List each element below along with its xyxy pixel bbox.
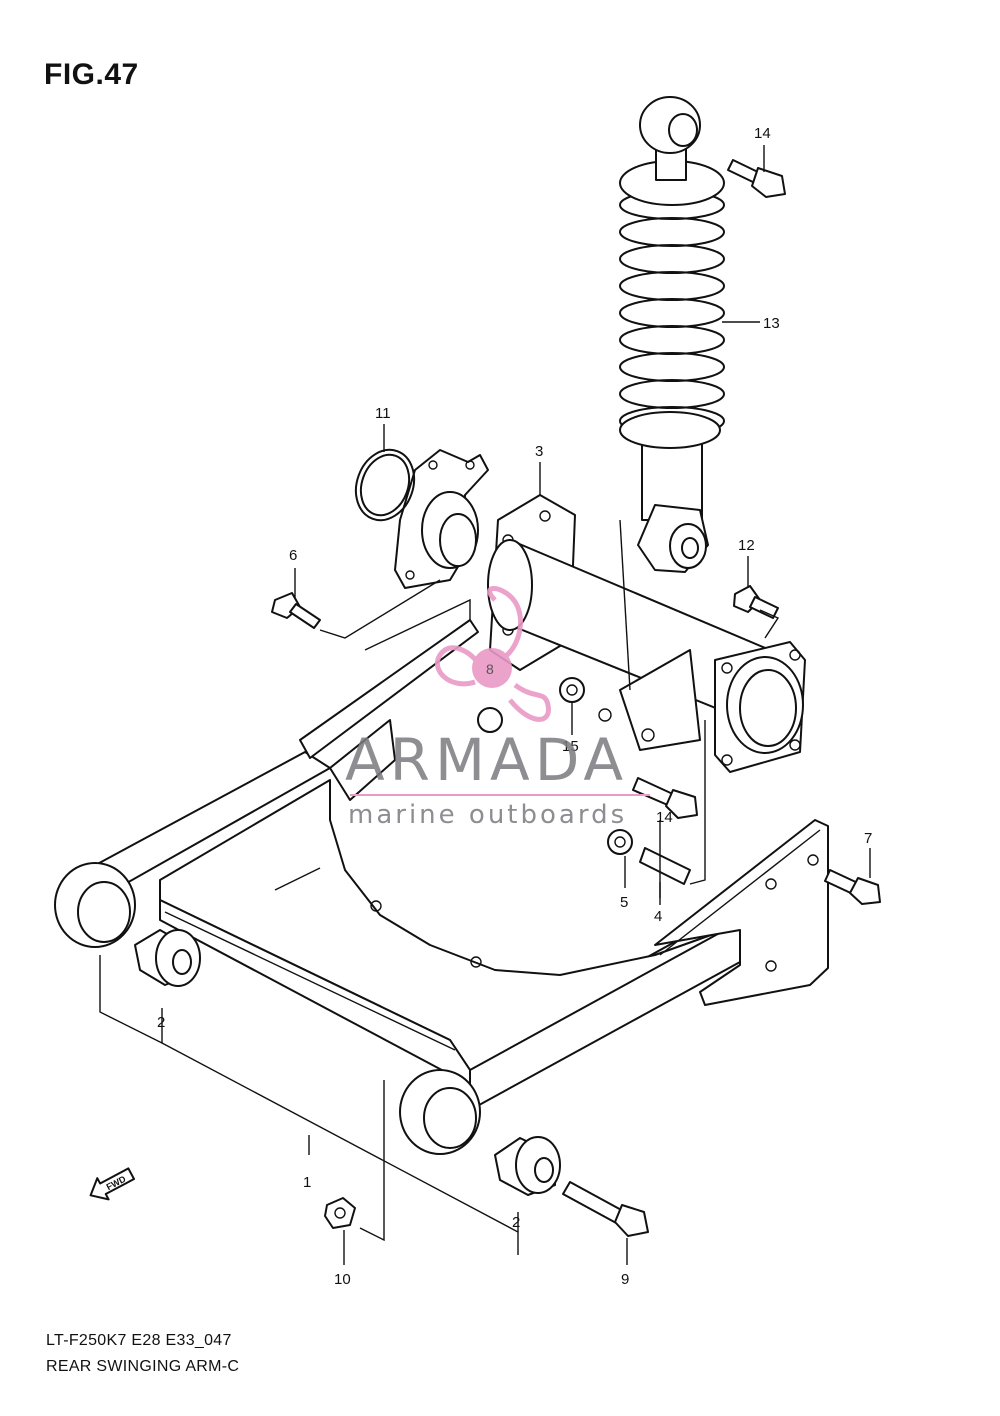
leader-lines [99, 145, 871, 1265]
bolt-14-top[interactable] [727, 159, 786, 198]
o-ring[interactable] [346, 442, 423, 529]
watermark-badge-number: 8 [486, 661, 494, 677]
fwd-arrow-icon: FWD [89, 1167, 136, 1201]
shock-absorber[interactable] [619, 96, 725, 573]
bolt-7[interactable] [824, 869, 881, 905]
callout-10: 10 [334, 1271, 351, 1288]
nut-15[interactable] [559, 677, 585, 703]
callout-4: 4 [654, 908, 662, 925]
callout-13: 13 [763, 315, 780, 332]
bushing-right[interactable] [494, 1136, 561, 1196]
watermark: 8 ARMADA marine outboards [345, 586, 650, 830]
nut-8[interactable] [477, 707, 503, 733]
hub-flange[interactable] [394, 449, 489, 589]
bolt-6[interactable] [271, 592, 321, 629]
callout-7: 7 [864, 830, 872, 847]
callout-6: 6 [289, 547, 297, 564]
callout-3: 3 [535, 443, 543, 460]
bushing-left[interactable] [134, 929, 201, 987]
callout-2a: 2 [157, 1014, 165, 1031]
spring-coil [619, 244, 725, 274]
stud-4[interactable] [639, 847, 691, 885]
callout-labels: 1 2 2 3 4 5 6 7 9 10 11 12 13 14 14 15 [157, 125, 872, 1288]
nut-10[interactable] [324, 1197, 356, 1229]
bolt-9[interactable] [562, 1181, 649, 1237]
callout-5: 5 [620, 894, 628, 911]
callout-12: 12 [738, 537, 755, 554]
spring-coil [619, 217, 725, 247]
spring-coil [619, 379, 725, 409]
figure-code: LT-F250K7 E28 E33_047 [46, 1332, 232, 1349]
bolt-12[interactable] [733, 585, 779, 619]
spring-coil [619, 352, 725, 382]
bolt-14-lower[interactable] [632, 777, 698, 819]
figure-name: REAR SWINGING ARM-C [46, 1358, 240, 1375]
axle-housing[interactable] [487, 494, 806, 773]
callout-2b: 2 [512, 1214, 520, 1231]
spring-coil [619, 271, 725, 301]
swing-arm[interactable] [54, 619, 829, 1155]
spring-coil [619, 298, 725, 328]
nut-5[interactable] [607, 829, 633, 855]
figure-title: FIG.47 [44, 58, 139, 91]
callout-14b: 14 [656, 809, 673, 826]
callout-11: 11 [375, 405, 391, 422]
callout-1: 1 [303, 1174, 311, 1191]
propeller-logo-icon: 8 [435, 586, 551, 722]
watermark-tagline: marine outboards [348, 800, 627, 830]
watermark-brand: ARMADA [345, 726, 628, 794]
spring-coil [619, 325, 725, 355]
callout-14a: 14 [754, 125, 771, 142]
callout-15: 15 [562, 738, 579, 755]
callout-9: 9 [621, 1271, 629, 1288]
